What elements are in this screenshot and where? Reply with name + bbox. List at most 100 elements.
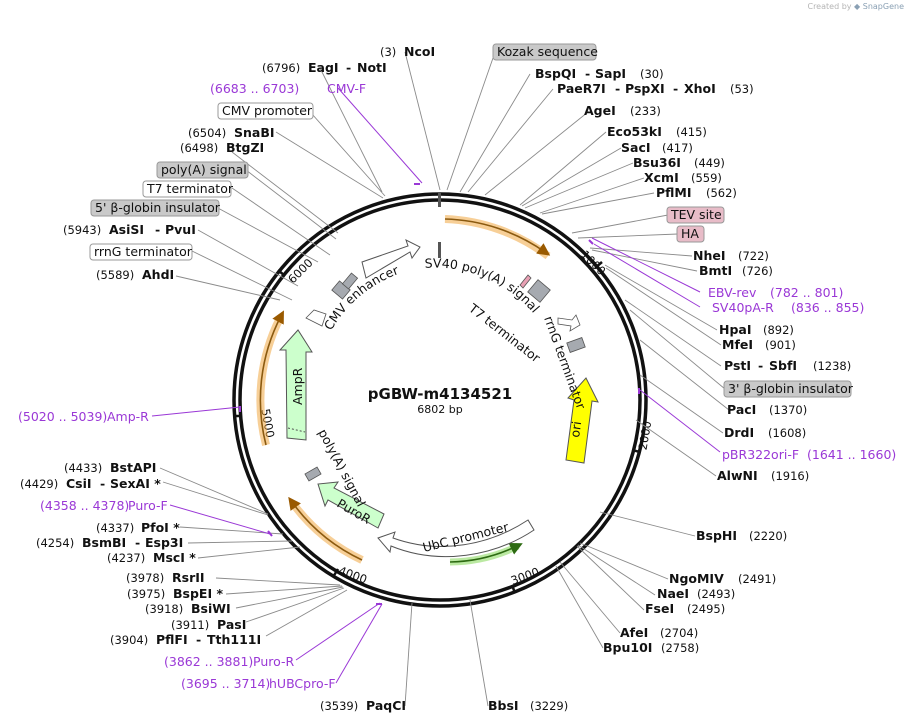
svg-text:BspQI: BspQI	[535, 66, 576, 81]
svg-text:RsrII: RsrII	[172, 570, 205, 585]
ori-arrow	[565, 377, 599, 464]
site-bspqi-sapi: BspQI - SapI (30)	[535, 66, 664, 81]
site-bmti: BmtI (726)	[699, 263, 773, 278]
svg-text:BsmBI: BsmBI	[82, 535, 126, 550]
primer-marks	[239, 183, 640, 605]
boxed-label-polya: poly(A) signal	[156, 161, 249, 179]
primer-ebv-rev: EBV-rev (782 .. 801)	[708, 285, 843, 300]
svg-text:(722): (722)	[738, 249, 769, 263]
svg-text:-: -	[100, 476, 105, 491]
svg-text:Esp3I: Esp3I	[145, 535, 183, 550]
site-rsrii: (3978) RsrII	[126, 570, 205, 585]
svg-text:(3): (3)	[380, 45, 396, 59]
orange-orf-left-line	[259, 310, 284, 446]
kozak-feature	[438, 193, 441, 207]
svg-text:(3978): (3978)	[126, 571, 164, 585]
credit-prefix: Created by	[807, 2, 852, 11]
plasmid-name: pGBW-m4134521	[368, 385, 512, 403]
kozak-feature-lower	[438, 242, 441, 258]
svg-text:Eco53kI: Eco53kI	[607, 124, 662, 139]
site-ahdi: (5589) AhdI	[96, 267, 174, 282]
primer-sv40pa-r: SV40pA-R (836 .. 855)	[712, 300, 864, 315]
svg-text:(6683 .. 6703): (6683 .. 6703)	[210, 81, 299, 96]
svg-text:MfeI: MfeI	[722, 337, 753, 352]
orange-orf-top-line	[444, 218, 551, 256]
rrng-terminator-label: rrnG terminator	[541, 314, 589, 412]
site-bspei: (3975) BspEI *	[127, 586, 223, 601]
boxed-label-t7-terminator: T7 terminator	[142, 180, 234, 198]
svg-text:(5943): (5943)	[63, 223, 101, 237]
svg-text:(233): (233)	[630, 104, 661, 118]
site-nhei: NheI (722)	[693, 248, 769, 263]
svg-text:(6498): (6498)	[180, 141, 218, 155]
svg-text:(4358 .. 4378): (4358 .. 4378)	[40, 498, 129, 513]
svg-text:SapI: SapI	[595, 66, 626, 81]
svg-text:AsiSI: AsiSI	[109, 222, 144, 237]
svg-text:5' β-globin insulator: 5' β-globin insulator	[95, 200, 221, 215]
svg-text:AfeI: AfeI	[620, 625, 648, 640]
boxed-label-ha: HA	[676, 225, 705, 243]
svg-text:-: -	[196, 632, 201, 647]
ampr-label: AmpR	[290, 367, 305, 405]
svg-text:Amp-R: Amp-R	[107, 409, 149, 424]
site-btgzi: (6498) BtgZI	[180, 140, 264, 155]
svg-text:(4254): (4254)	[36, 536, 74, 550]
site-bsiwi: (3918) BsiWI	[145, 601, 231, 616]
svg-text:EagI: EagI	[308, 60, 339, 75]
site-bsphi: BspHI (2220)	[696, 528, 787, 543]
svg-text:Kozak sequence: Kozak sequence	[497, 44, 598, 59]
site-paer7i-pspxi-xhoi: PaeR7I - PspXI - XhoI (53)	[557, 81, 754, 96]
svg-text:T7 terminator: T7 terminator	[146, 181, 234, 196]
site-asisi-pvui: (5943) AsiSI - PvuI	[63, 222, 196, 237]
svg-text:pBR322ori-F: pBR322ori-F	[722, 447, 799, 462]
site-paqci: (3539) PaqCI	[320, 698, 406, 713]
svg-text:(4429): (4429)	[20, 477, 58, 491]
ampr-divider	[287, 427, 306, 433]
site-psti-sbfi: PstI - SbfI (1238)	[724, 358, 851, 373]
site-snabi: (6504) SnaBI	[188, 125, 275, 140]
svg-text:MscI *: MscI *	[153, 550, 196, 565]
site-naei: NaeI (2493)	[657, 586, 735, 601]
site-drdi: DrdI (1608)	[724, 425, 806, 440]
svg-text:PstI: PstI	[724, 358, 751, 373]
puror-arrow	[317, 481, 385, 529]
svg-text:(6796): (6796)	[262, 61, 300, 75]
svg-text:(3862 .. 3881): (3862 .. 3881)	[164, 654, 253, 669]
svg-text:(3229): (3229)	[530, 699, 568, 713]
green-ubc-marker-line	[449, 543, 523, 563]
svg-text:(901): (901)	[765, 338, 796, 352]
svg-text:PflFI: PflFI	[156, 632, 188, 647]
svg-text:-: -	[585, 66, 590, 81]
svg-text:AgeI: AgeI	[584, 103, 616, 118]
t7-terminator-left-box	[341, 272, 359, 290]
svg-text:(1238): (1238)	[813, 359, 851, 373]
tick-label-2000: 2000	[636, 420, 655, 451]
svg-text:SV40pA-R: SV40pA-R	[712, 300, 774, 315]
svg-text:(3695 .. 3714): (3695 .. 3714)	[181, 676, 270, 691]
primer-lines	[151, 87, 721, 684]
site-pflfi-tth111i: (3904) PflFI - Tth111I	[110, 632, 261, 647]
primer-puro-r: (3862 .. 3881) Puro-R	[164, 654, 294, 669]
svg-text:BmtI: BmtI	[699, 263, 732, 278]
svg-text:CsiI: CsiI	[66, 476, 92, 491]
site-eco53ki: Eco53kI (415)	[607, 124, 707, 139]
svg-text:Bsu36I: Bsu36I	[633, 155, 681, 170]
svg-text:HA: HA	[681, 226, 699, 241]
svg-text:(1370): (1370)	[769, 403, 807, 417]
svg-text:SnaBI: SnaBI	[234, 125, 275, 140]
svg-text:NgoMIV: NgoMIV	[669, 571, 724, 586]
svg-text:FseI: FseI	[645, 601, 674, 616]
svg-text:Bpu10I: Bpu10I	[603, 640, 652, 655]
svg-text:(782 .. 801): (782 .. 801)	[770, 285, 843, 300]
tick-label-4000: 4000	[337, 563, 369, 586]
site-bpu10i: Bpu10I (2758)	[603, 640, 699, 655]
ori-label: ori	[567, 420, 584, 438]
cmv-enhancer-label: CMV enhancer	[321, 262, 401, 333]
svg-text:BsiWI: BsiWI	[191, 601, 231, 616]
svg-text:XhoI: XhoI	[684, 81, 716, 96]
site-afei: AfeI (2704)	[620, 625, 698, 640]
svg-text:-: -	[155, 222, 160, 237]
svg-text:NotI: NotI	[357, 60, 387, 75]
svg-text:PaeR7I: PaeR7I	[557, 81, 606, 96]
ubc-promoter-arrow	[377, 519, 535, 558]
